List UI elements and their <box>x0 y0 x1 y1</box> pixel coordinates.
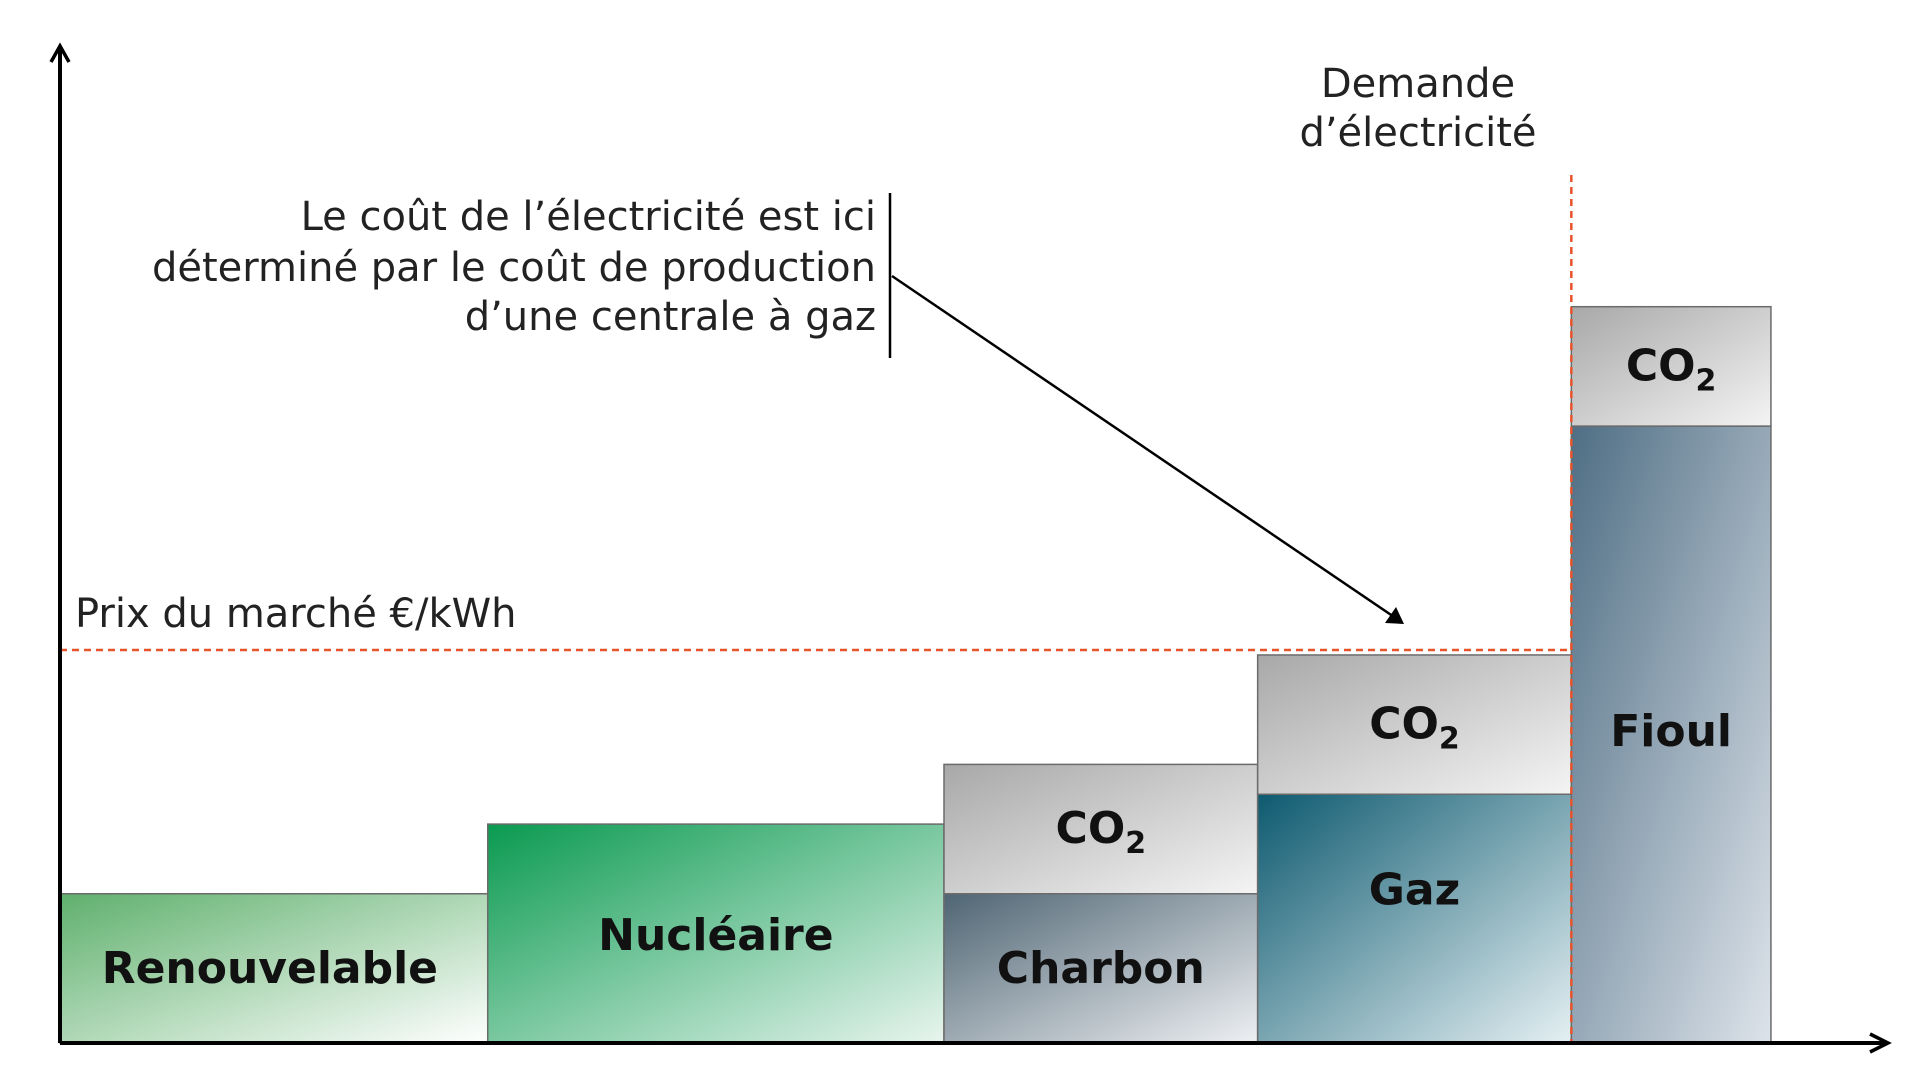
demand-label-line1: Demande <box>1321 61 1515 107</box>
bar-gaz <box>1256 793 1573 1044</box>
co2-label-fioul: CO2 <box>1626 340 1717 398</box>
bar-fioul <box>1570 425 1772 1044</box>
bar-fioul-co2 <box>1570 305 1772 427</box>
axes-layer <box>49 42 1892 1054</box>
bar-renouvelable <box>59 893 489 1044</box>
bar-charbon-co2 <box>943 763 1259 895</box>
demand-label-line2: d’électricité <box>1299 110 1536 156</box>
guides-layer <box>60 175 1573 1043</box>
annotation-arrow-head <box>1385 607 1404 624</box>
annotation-line-1: Le coût de l’électricité est ici <box>301 194 876 240</box>
bar-nucleaire <box>486 823 945 1044</box>
annotation-arrow-line <box>891 274 1401 623</box>
bar-gaz-co2 <box>1256 654 1573 796</box>
text-layer: RenouvelableNucléaireCO2CharbonCO2GazCO2… <box>75 61 1732 994</box>
x-axis-arrow <box>1869 1032 1892 1054</box>
bar-label-gaz: Gaz <box>1369 864 1460 915</box>
bar-label-fioul: Fioul <box>1610 706 1732 757</box>
y-axis-arrow <box>49 42 71 63</box>
bars-layer <box>59 305 1772 1044</box>
annotation-line-2: déterminé par le coût de production <box>152 245 876 291</box>
annotation-line-3: d’une centrale à gaz <box>465 294 876 340</box>
bar-label-renouvelable: Renouvelable <box>102 943 438 994</box>
bar-label-charbon: Charbon <box>997 943 1205 994</box>
market-price-label: Prix du marché €/kWh <box>75 591 517 637</box>
bar-label-nucleaire: Nucléaire <box>598 910 833 961</box>
